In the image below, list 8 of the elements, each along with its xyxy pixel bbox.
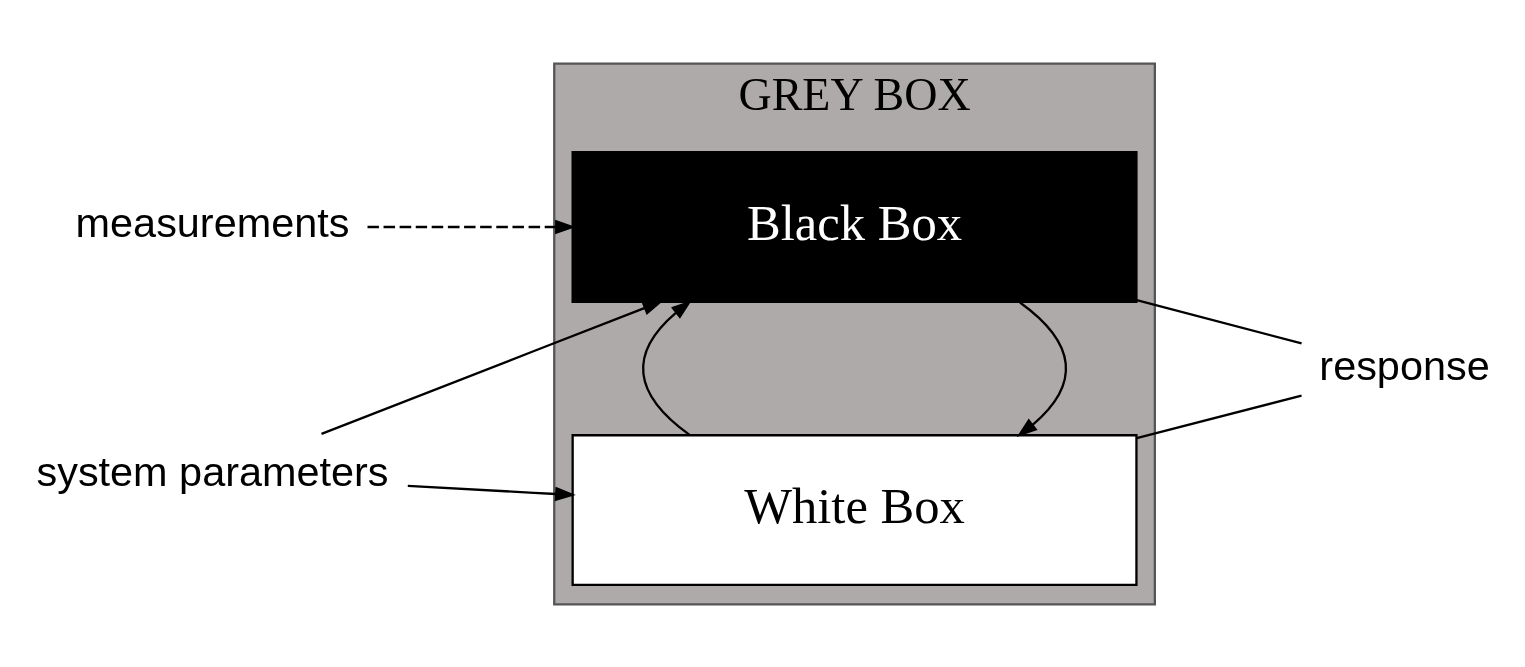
node-text: response (1319, 342, 1490, 389)
arrow (407, 484, 576, 501)
node-box: Black Box (571, 150, 1138, 303)
node-text: system parameters (36, 448, 389, 495)
node-box: White Box (571, 433, 1138, 586)
arrow (321, 300, 664, 435)
node-text: measurements (75, 199, 350, 246)
arrow (1016, 301, 1067, 437)
